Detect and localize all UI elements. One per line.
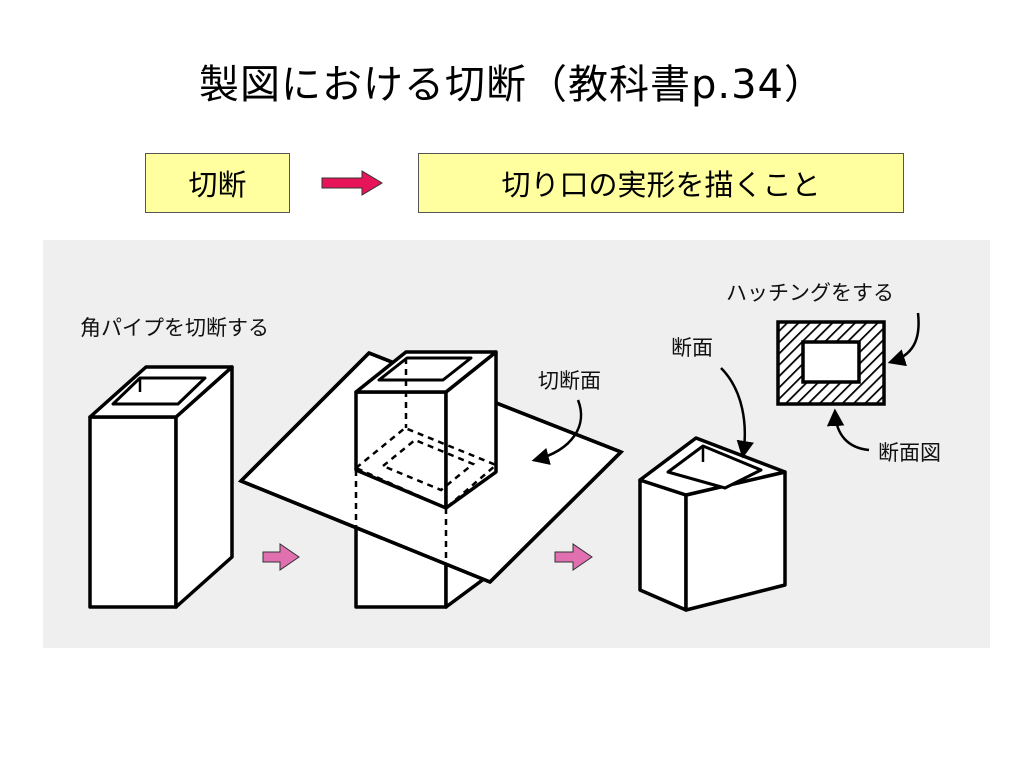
square-pipe-whole (88, 365, 234, 609)
cutting-diagram: 角パイプを切断する (80, 281, 941, 612)
label-section-view: 断面図 (878, 441, 941, 465)
step-arrow-icon-2 (554, 543, 593, 571)
cutting-diagram-panel: 角パイプを切断する (43, 240, 990, 648)
term-box: 切断 (145, 153, 290, 213)
hidden-edges (353, 358, 499, 607)
label-hatching: ハッチングをする (726, 281, 894, 305)
term-label: 切断 (188, 168, 247, 202)
label-cutting-plane: 切断面 (538, 369, 601, 393)
section-view (776, 320, 886, 406)
definition-box: 切り口の実形を描くこと (418, 153, 904, 213)
slide-title: 製図における切断（教科書p.34） (198, 62, 825, 108)
caption-left: 角パイプを切断する (80, 316, 269, 340)
cut-pipe (638, 436, 787, 612)
label-section: 断面 (671, 336, 713, 360)
definition-label: 切り口の実形を描くこと (501, 168, 821, 202)
step-arrow-icon (262, 543, 300, 571)
right-arrow-icon (321, 170, 383, 196)
